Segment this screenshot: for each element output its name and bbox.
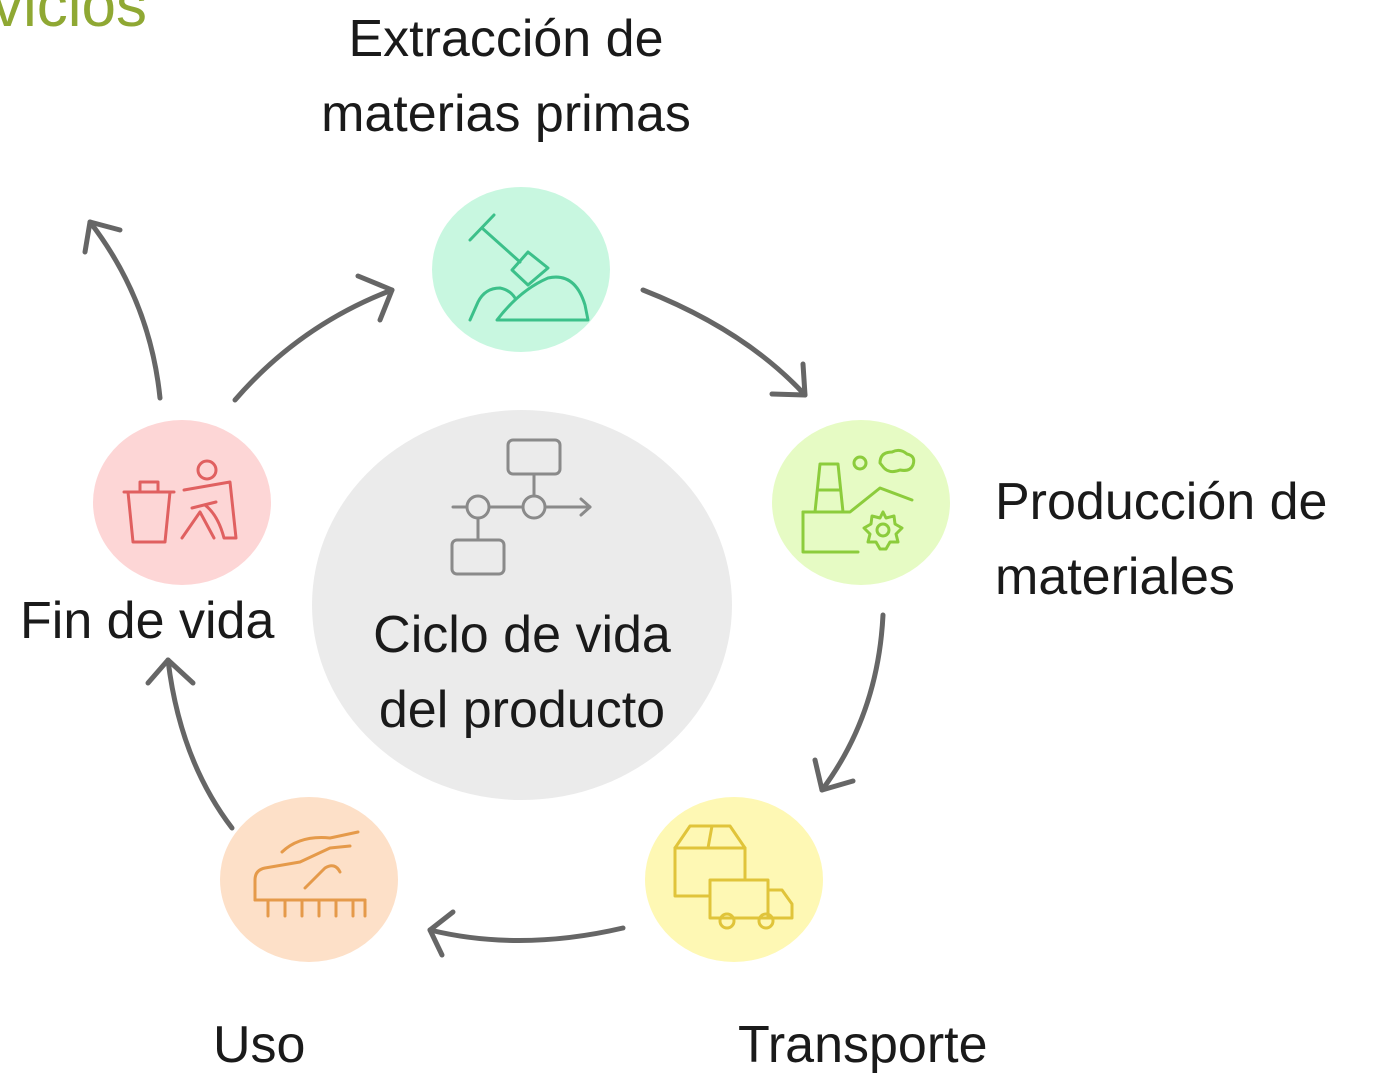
- arrowhead-extraction-to-production: [769, 361, 808, 398]
- center-label: Ciclo de vida del producto: [312, 598, 732, 749]
- extraction-label-line2: materias primas: [321, 85, 691, 144]
- arrowhead-end-exit: [82, 219, 123, 255]
- extraction-label: Extracción de materias primas: [290, 2, 722, 153]
- center-label-line1: Ciclo de vida: [373, 606, 671, 664]
- end-of-life-label: Fin de vida: [20, 592, 275, 650]
- factory-gear-icon: [801, 448, 916, 554]
- production-label-line1: Producción de: [995, 473, 1328, 531]
- extraction-label-line1: Extracción de: [348, 10, 664, 68]
- use-circle: [220, 797, 398, 962]
- end-of-life-circle: [93, 420, 271, 585]
- production-label-line2: materiales: [995, 548, 1235, 607]
- arrow-end-exit: [87, 219, 163, 401]
- arrowhead-production-to-transport: [812, 757, 856, 793]
- shovel-mound-icon: [468, 213, 590, 322]
- arrow-transport-to-use: [427, 925, 626, 944]
- transport-label: Transporte: [738, 1016, 988, 1074]
- arrowhead-transport-to-use: [427, 909, 456, 958]
- arrow-extraction-to-production: [640, 287, 808, 398]
- bin-recycle-icon: [122, 459, 238, 544]
- production-label: Producción de materiales: [995, 465, 1327, 616]
- arrow-use-to-end: [165, 657, 235, 831]
- arrow-production-to-transport: [819, 612, 886, 793]
- flow-diagram-icon: [450, 438, 592, 576]
- use-label: Uso: [213, 1016, 306, 1074]
- hand-brush-icon: [253, 830, 367, 918]
- box-truck-icon: [673, 824, 794, 930]
- arrow-end-to-extraction: [232, 287, 395, 403]
- partial-title: vicios: [0, 0, 148, 40]
- extraction-circle: [432, 187, 610, 352]
- arrowhead-use-to-end: [145, 657, 196, 686]
- arrowhead-end-to-extraction: [355, 273, 395, 323]
- center-label-line2: del producto: [378, 681, 666, 740]
